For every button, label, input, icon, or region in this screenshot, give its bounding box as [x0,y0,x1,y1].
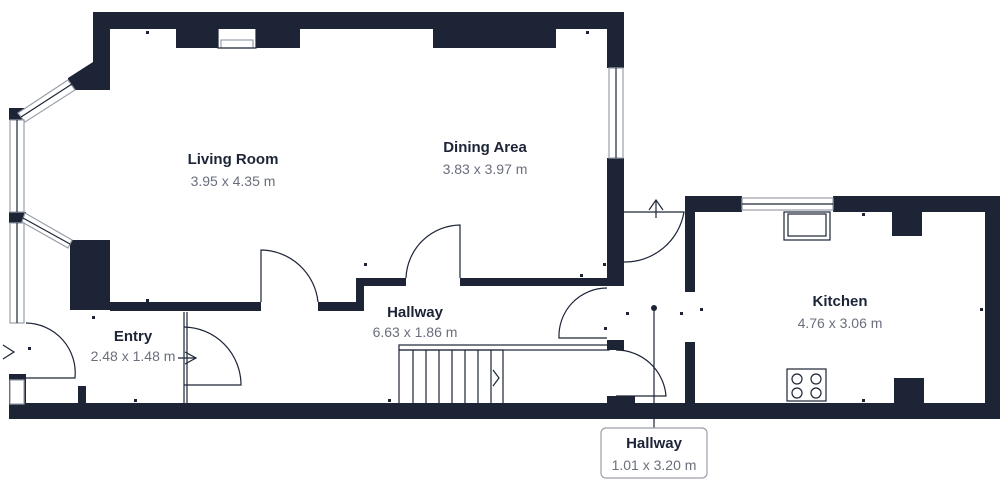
room-dims-living-room: 3.95 x 4.35 m [191,173,276,189]
room-dims-hallway: 6.63 x 1.86 m [373,324,458,340]
kitchen-fixtures [783,211,831,402]
doors [2,198,685,428]
room-name-dining-area: Dining Area [443,139,527,156]
room-name-entry: Entry [114,328,153,345]
hallway-callout-box [600,427,708,479]
room-dims-dining-area: 3.83 x 3.97 m [443,161,528,177]
room-name-kitchen: Kitchen [812,293,867,310]
room-name-hallway: Hallway [387,304,444,321]
room-dims-hallway-small: 1.01 x 3.20 m [612,457,697,473]
room-dims-entry: 2.48 x 1.48 m [91,348,176,364]
room-name-hallway-small: Hallway [626,435,683,452]
dimension-ticks [28,31,983,402]
windows [9,27,834,405]
room-name-living-room: Living Room [188,151,279,168]
walls [9,12,1000,419]
room-dims-kitchen: 4.76 x 3.06 m [798,315,883,331]
